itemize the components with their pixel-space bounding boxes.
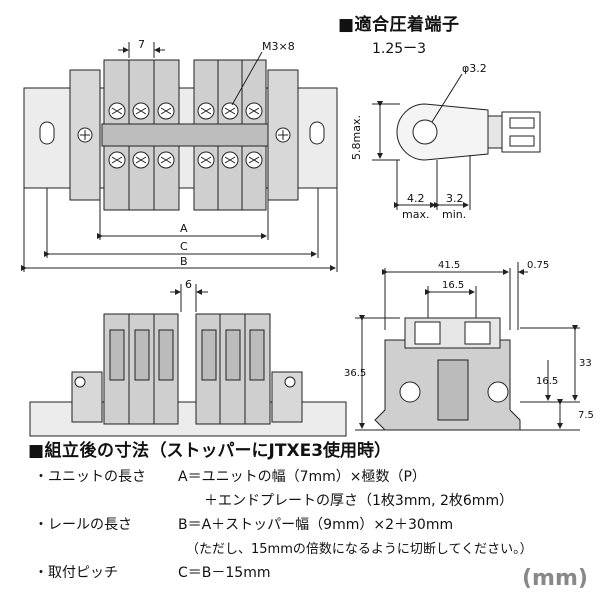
screw-label: M3×8 (262, 40, 295, 53)
crimp-terminal-drawing (372, 73, 541, 210)
side-view-drawing (355, 262, 580, 431)
top-view-drawing (21, 42, 338, 272)
terminal-model: 1.25ー3 (372, 41, 427, 57)
line-3-label: ・レールの長さ (34, 517, 132, 533)
right-dim-label: 3.2 (446, 192, 464, 205)
side-height-33: 33 (579, 358, 592, 369)
hole-dim-label: φ3.2 (462, 62, 487, 75)
side-height-165: 16.5 (536, 376, 559, 387)
line-4-formula: （ただし、15mmの倍数になるように切断してください。） (186, 542, 533, 557)
left-dim-label: 4.2 (407, 192, 425, 205)
line-1-label: ・ユニットの長さ (34, 469, 146, 485)
front-pitch-label: 6 (185, 278, 192, 291)
side-height-75: 7.5 (578, 410, 594, 421)
right-note-label: min. (442, 208, 467, 221)
unit-label: (mm) (522, 566, 588, 591)
front-view-drawing (29, 284, 347, 437)
side-height-total: 36.5 (344, 368, 367, 379)
side-gap: 0.75 (527, 260, 550, 271)
left-note-label: max. (402, 208, 430, 221)
dim-b-label: B (180, 255, 188, 268)
assembly-subtitle: （ストッパーにJTXE3使用時） (149, 441, 392, 461)
terminal-title: ■適合圧着端子 (338, 15, 460, 35)
side-width-outer: 41.5 (438, 260, 461, 271)
dim-c-label: C (180, 240, 188, 253)
side-width-inner: 16.5 (442, 280, 465, 291)
line-3-formula: B＝A＋ストッパー幅（9mm）×2＋30mm (178, 517, 454, 533)
assembly-heading: ■組立後の寸法（ストッパーにJTXE3使用時） (28, 436, 391, 461)
line-1-formula: A＝ユニットの幅（7mm）×極数（P） (178, 469, 426, 485)
dim-a-label: A (180, 222, 188, 235)
line-5-formula: C＝B－15mm (178, 565, 271, 581)
pitch-label: 7 (138, 38, 145, 51)
line-2-formula: ＋エンドプレートの厚さ（1枚3mm, 2枚6mm） (204, 493, 514, 509)
assembly-title: ■組立後の寸法 (28, 441, 150, 461)
height-dim-label: 5.8max. (350, 115, 363, 160)
line-5-label: ・取付ピッチ (34, 565, 118, 581)
